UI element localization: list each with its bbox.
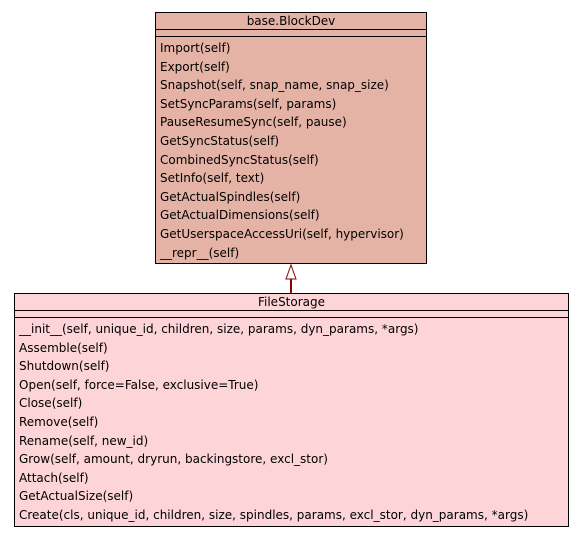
method: Attach(self) <box>19 470 89 485</box>
method: SetSyncParams(self, params) <box>160 96 337 111</box>
method: Snapshot(self, snap_name, snap_size) <box>160 78 389 93</box>
method: Shutdown(self) <box>19 359 110 374</box>
method: Rename(self, new_id) <box>19 433 149 448</box>
method: Close(self) <box>19 396 83 411</box>
derived-class-box: FileStorage __init__(self, unique_id, ch… <box>14 293 569 527</box>
method: SetInfo(self, text) <box>160 171 265 186</box>
base-class-box: base.BlockDev Import(self) Export(self) … <box>155 12 427 264</box>
method: Assemble(self) <box>19 340 108 355</box>
derived-class-methods: __init__(self, unique_id, children, size… <box>15 318 568 525</box>
method: CombinedSyncStatus(self) <box>160 152 319 167</box>
method: __init__(self, unique_id, children, size… <box>19 322 419 336</box>
method: PauseResumeSync(self, pause) <box>160 115 347 130</box>
method: Import(self) <box>160 41 231 55</box>
method: Open(self, force=False, exclusive=True) <box>19 377 259 392</box>
method: Create(cls, unique_id, children, size, s… <box>19 507 529 522</box>
base-class-name: base.BlockDev <box>156 13 426 30</box>
method: Grow(self, amount, dryrun, backingstore,… <box>19 452 328 467</box>
method: GetActualSpindles(self) <box>160 189 301 204</box>
method: Remove(self) <box>19 414 99 429</box>
method: __repr__(self) <box>160 245 240 260</box>
derived-class-name: FileStorage <box>15 294 568 311</box>
method: GetSyncStatus(self) <box>160 133 280 148</box>
base-class-attributes <box>156 30 426 37</box>
method: Export(self) <box>160 59 230 74</box>
method: GetActualSize(self) <box>19 489 134 504</box>
method: GetActualDimensions(self) <box>160 208 320 223</box>
derived-class-attributes <box>15 311 568 318</box>
generalization-arrowhead <box>285 263 297 280</box>
base-class-methods: Import(self) Export(self) Snapshot(self,… <box>156 37 426 262</box>
method: GetUserspaceAccessUri(self, hypervisor) <box>160 226 404 241</box>
